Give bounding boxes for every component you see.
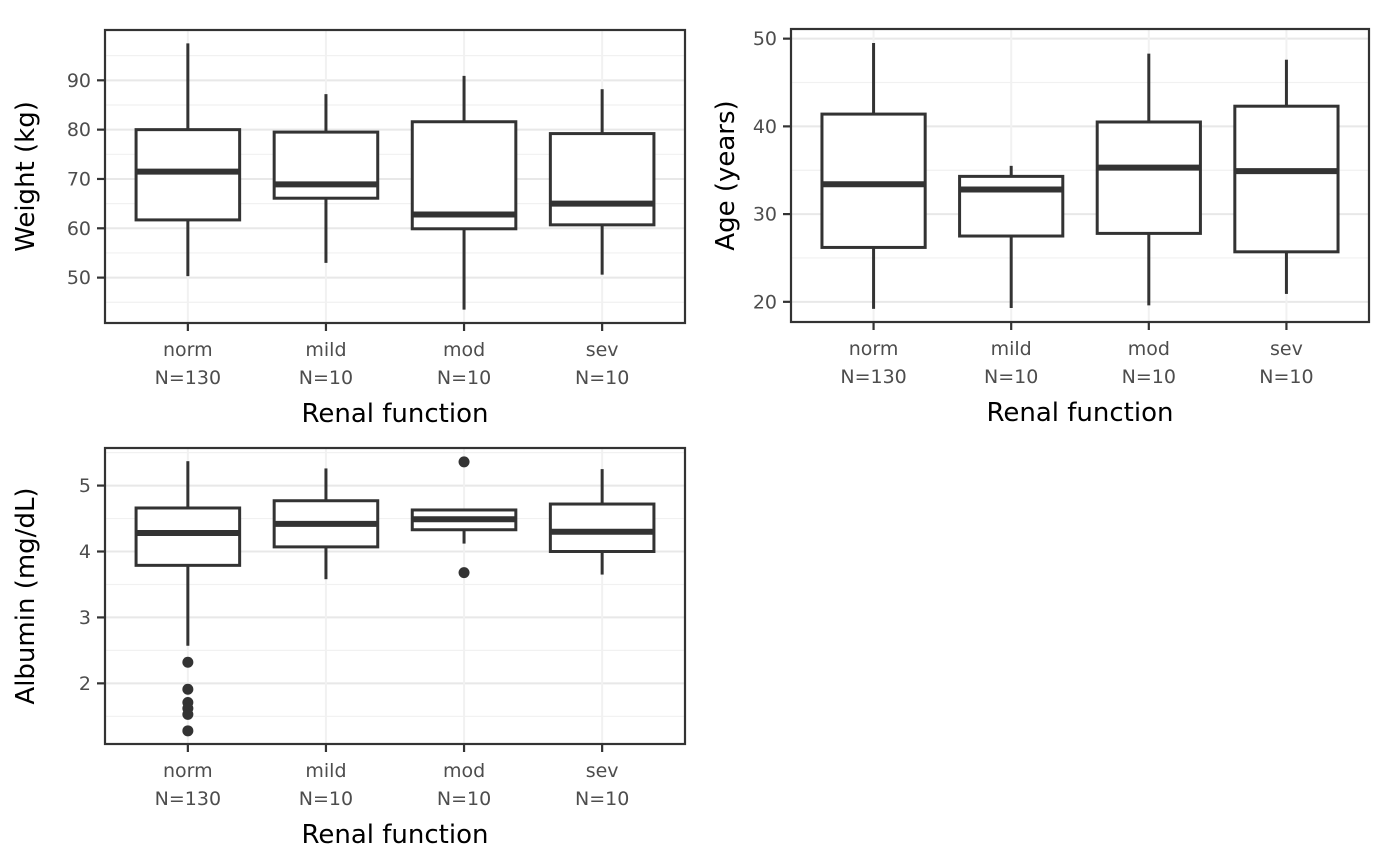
y-axis-title: Age (years) <box>711 100 741 250</box>
x-tick-label-category: mod <box>443 339 485 361</box>
x-tick-label-count: N=130 <box>840 366 906 388</box>
y-tick-label: 60 <box>67 218 91 240</box>
x-tick-label-category: mild <box>991 338 1032 360</box>
x-tick-label-category: norm <box>849 338 899 360</box>
x-axis-title: Renal function <box>986 398 1173 428</box>
y-axis-title: Weight (kg) <box>11 101 41 252</box>
y-tick-label: 40 <box>753 116 777 138</box>
panel-border <box>103 28 687 325</box>
x-tick-label-category: sev <box>586 760 619 782</box>
y-tick-label: 4 <box>79 541 91 563</box>
box-mod <box>410 120 518 231</box>
x-tick-label-count: N=10 <box>1122 366 1176 388</box>
x-tick-label-category: mild <box>305 760 346 782</box>
x-tick-label-category: sev <box>586 339 619 361</box>
outlier-dot-mod <box>458 456 470 468</box>
y-tick-label: 20 <box>753 291 777 313</box>
x-tick-label-category: norm <box>163 760 213 782</box>
panel-border <box>103 446 687 746</box>
x-tick-label-count: N=10 <box>575 367 629 389</box>
y-tick-label: 30 <box>753 204 777 226</box>
y-tick-label: 70 <box>67 168 91 190</box>
box-sev <box>548 502 656 554</box>
y-tick-label: 2 <box>79 673 91 695</box>
x-tick-label-count: N=10 <box>299 367 353 389</box>
x-tick-label-category: mod <box>1128 338 1170 360</box>
y-tick-label: 90 <box>67 70 91 92</box>
outlier-dot-norm <box>182 683 194 695</box>
y-tick-label: 3 <box>79 607 91 629</box>
box-mod <box>1095 120 1202 235</box>
panel-background <box>105 448 685 744</box>
x-tick-label-count: N=10 <box>437 788 491 810</box>
x-tick-label-count: N=10 <box>299 788 353 810</box>
y-tick-label: 5 <box>79 475 91 497</box>
x-axis-title: Renal function <box>301 399 488 429</box>
box-norm <box>820 112 927 249</box>
x-tick-label-category: sev <box>1270 338 1303 360</box>
outlier-dot-norm <box>182 656 194 668</box>
box-mild <box>272 130 380 200</box>
y-axis-title: Albumin (mg/dL) <box>11 487 41 704</box>
x-tick-label-count: N=10 <box>575 788 629 810</box>
x-tick-label-count: N=10 <box>1259 366 1313 388</box>
y-tick-label: 80 <box>67 119 91 141</box>
y-tick-label: 50 <box>753 28 777 50</box>
box-sev <box>548 132 656 227</box>
outlier-dot-norm <box>182 725 194 737</box>
box-sev <box>1233 104 1340 254</box>
x-tick-label-category: mod <box>443 760 485 782</box>
panel-border <box>789 27 1371 324</box>
outlier-dot-norm <box>182 708 194 720</box>
x-tick-label-count: N=10 <box>437 367 491 389</box>
box-norm <box>134 506 242 567</box>
outlier-dot-mod <box>458 567 470 579</box>
y-tick-label: 50 <box>67 267 91 289</box>
x-tick-label-count: N=10 <box>984 366 1038 388</box>
x-tick-label-category: norm <box>163 339 213 361</box>
box-mild <box>958 174 1065 238</box>
x-axis-title: Renal function <box>301 820 488 850</box>
x-tick-label-category: mild <box>305 339 346 361</box>
x-tick-label-count: N=130 <box>155 788 221 810</box>
x-tick-label-count: N=130 <box>155 367 221 389</box>
box-norm <box>134 128 242 222</box>
